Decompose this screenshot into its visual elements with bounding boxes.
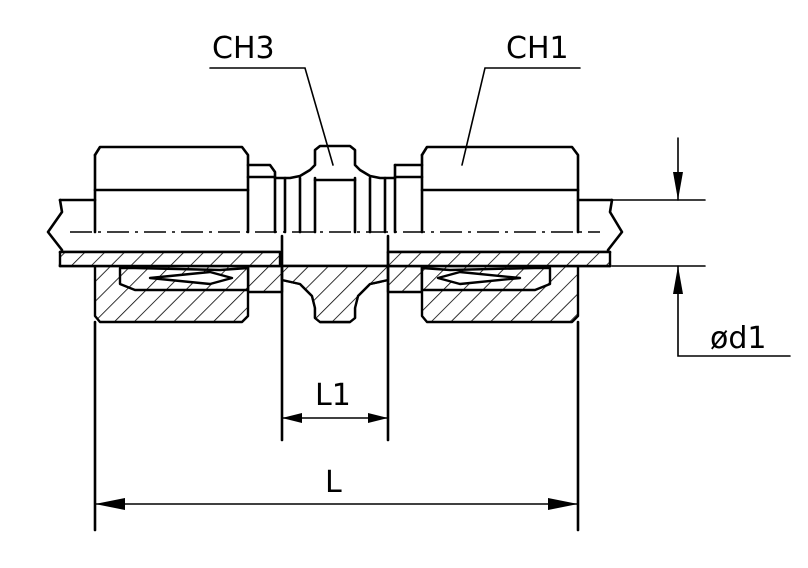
leader-ch1 (461, 67, 581, 166)
label-d1: ød1 (710, 321, 766, 356)
nut-left (93, 145, 250, 234)
leader-ch3 (209, 67, 334, 166)
dimension-d1 (611, 137, 791, 357)
label-l1: L1 (315, 378, 351, 413)
label-l: L (325, 465, 342, 500)
section-lower (58, 250, 612, 324)
label-ch1: CH1 (506, 31, 569, 66)
body-upper (246, 144, 424, 234)
nut-right (420, 145, 580, 234)
dimension-l1 (281, 413, 389, 423)
label-ch3: CH3 (212, 31, 275, 66)
dimension-l (94, 498, 579, 510)
